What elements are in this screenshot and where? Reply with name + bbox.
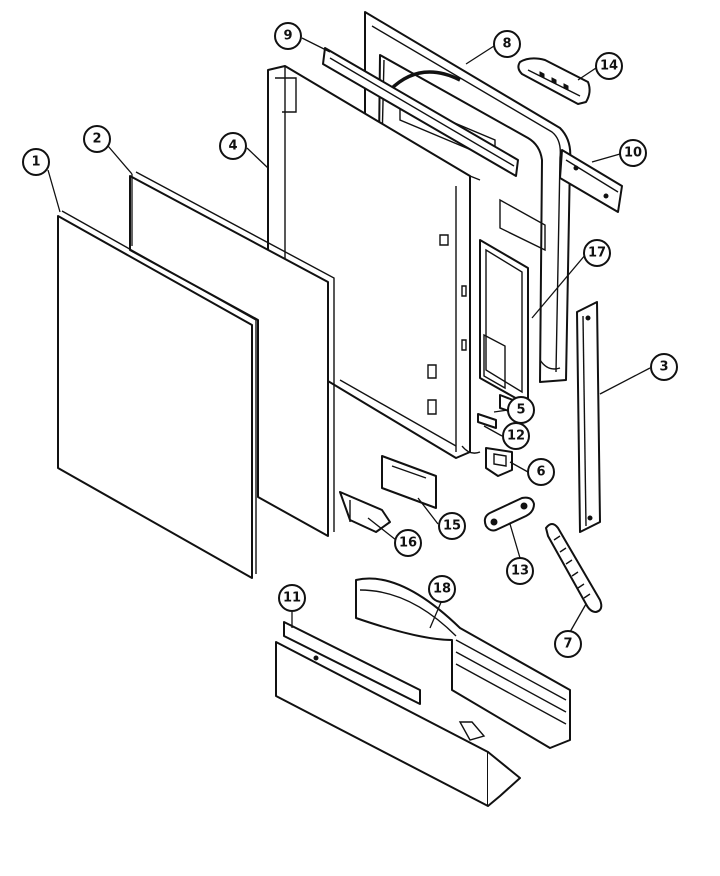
svg-text:14: 14: [600, 59, 618, 74]
svg-text:4: 4: [228, 139, 237, 154]
svg-text:16: 16: [399, 536, 417, 551]
part-7-spring: [545, 523, 603, 613]
svg-text:6: 6: [536, 465, 545, 480]
callout-6: 6: [527, 458, 555, 486]
callout-14: 14: [595, 52, 623, 80]
callout-2: 2: [83, 125, 111, 153]
svg-text:7: 7: [563, 637, 572, 652]
callout-1: 1: [22, 148, 50, 176]
callout-16: 16: [394, 529, 422, 557]
callout-7: 7: [554, 630, 582, 658]
callout-10: 10: [619, 139, 647, 167]
callout-4: 4: [219, 132, 247, 160]
svg-text:11: 11: [283, 591, 301, 606]
leader-lines: [47, 37, 651, 633]
part-10-side-rail: [559, 149, 623, 213]
part-3-vertical-strip: [576, 301, 601, 533]
part-13-link: [483, 496, 535, 532]
callout-17: 17: [583, 239, 611, 267]
svg-text:3: 3: [659, 360, 668, 375]
svg-text:12: 12: [507, 429, 525, 444]
callout-9: 9: [274, 22, 302, 50]
svg-text:5: 5: [516, 403, 525, 418]
svg-text:15: 15: [443, 519, 461, 534]
callout-8: 8: [493, 30, 521, 58]
callout-12: 12: [502, 422, 530, 450]
callout-13: 13: [506, 557, 534, 585]
part-15-bracket: [381, 455, 437, 509]
svg-text:18: 18: [433, 582, 451, 597]
svg-text:13: 13: [511, 564, 529, 579]
part-14-latch-cover: [517, 57, 591, 105]
svg-text:1: 1: [31, 155, 40, 170]
part-18-insulation: [355, 577, 571, 749]
callouts: 1 2 4 9 8 14 10 17: [22, 22, 678, 658]
callout-18: 18: [428, 575, 456, 603]
part-1-front-panel: [57, 210, 257, 579]
callout-5: 5: [507, 396, 535, 424]
part-12-switch: [461, 413, 497, 454]
part-11-toe-panel: [275, 621, 521, 807]
svg-text:2: 2: [92, 132, 101, 147]
callout-11: 11: [278, 584, 306, 612]
callout-15: 15: [438, 512, 466, 540]
part-17-dispenser: [479, 239, 529, 406]
svg-text:9: 9: [283, 29, 292, 44]
svg-text:8: 8: [502, 37, 511, 52]
svg-text:17: 17: [588, 246, 606, 261]
part-6-hinge-bracket: [485, 447, 513, 477]
svg-text:10: 10: [624, 146, 642, 161]
callout-3: 3: [650, 353, 678, 381]
part-16-hinge: [339, 491, 391, 533]
